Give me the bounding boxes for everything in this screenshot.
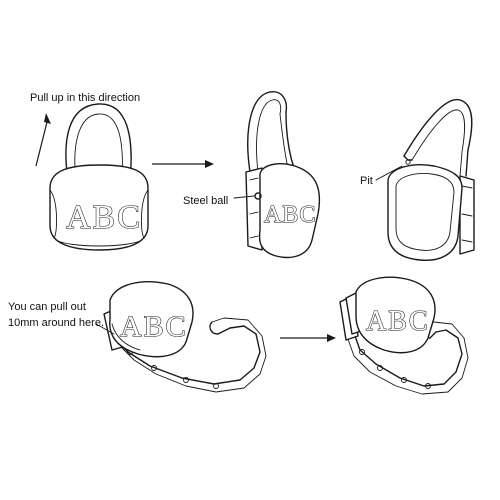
hook-body-tilted: [109, 281, 194, 358]
hook-body: [49, 164, 149, 251]
monogram-text-4: ABC: [366, 306, 430, 337]
panel-open-loop: [375, 98, 475, 261]
pull-up-arrow: [35, 113, 51, 167]
pull-up-label: Pull up in this direction: [30, 92, 140, 104]
hook-body-angled: [258, 163, 321, 259]
panel-closed-hook: Pull up in this direction ABC: [30, 92, 149, 251]
open-loop-body: [387, 164, 463, 261]
panel-pulled-hook: ABC: [339, 276, 469, 395]
steel-ball-label: Steel ball: [183, 195, 228, 207]
pull-out-label-line2: 10mm around here.: [8, 317, 104, 329]
monogram-text-2: ABC: [264, 202, 316, 228]
monogram-text: ABC: [66, 199, 142, 236]
pull-out-label-line1: You can pull out: [8, 301, 86, 313]
pit-label: Pit: [360, 175, 373, 187]
step-arrow-2: [280, 334, 336, 342]
panel-extended-hook: ABC: [95, 281, 267, 393]
step-arrow-1: [152, 160, 214, 168]
monogram-text-3: ABC: [120, 310, 188, 343]
hook-body-pulled: [355, 276, 436, 354]
panel-opening-hook: ABC: [233, 91, 321, 259]
